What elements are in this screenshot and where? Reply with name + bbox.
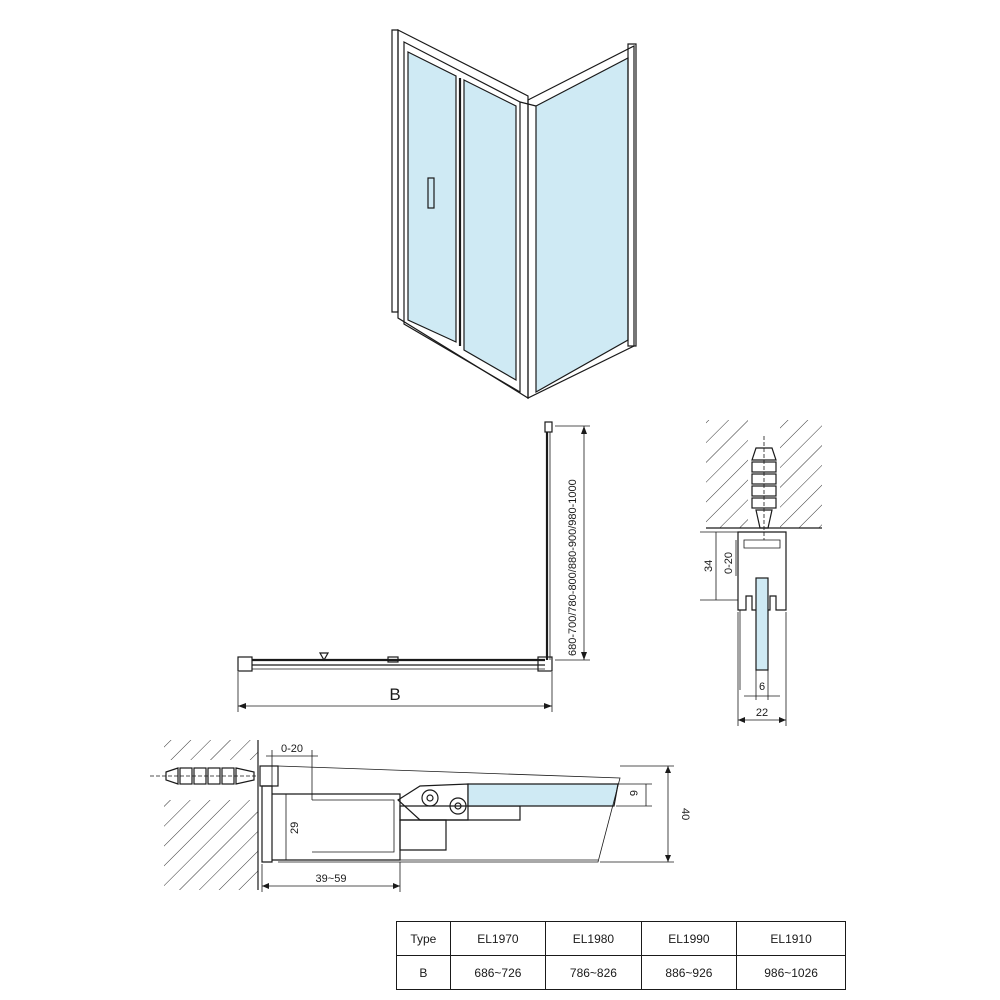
- dim-label-34: 34: [703, 560, 715, 572]
- dim-label-0-20-bottom: 0-20: [281, 743, 303, 755]
- door-glass-section: [467, 783, 619, 807]
- glass-edge: [755, 577, 769, 671]
- side-wall-post: [627, 43, 637, 347]
- side-wall-cap: [544, 421, 553, 433]
- spec-value-el1910: 986~1026: [736, 955, 846, 990]
- door-section-detail: 0-20 29 39~59 6 40: [150, 740, 691, 892]
- door-handle: [427, 177, 435, 209]
- roller-upper: [421, 789, 439, 807]
- plan-handle-marker: [318, 652, 330, 662]
- dim-label-29: 29: [289, 822, 301, 834]
- spec-header-el1970: EL1970: [449, 921, 547, 956]
- plan-corner-post: [537, 656, 553, 672]
- spec-table-row-b: B 686~726 786~826 886~926 986~1026: [396, 955, 846, 990]
- dim-label-40: 40: [679, 808, 691, 820]
- side-panel-glass: [535, 57, 629, 394]
- dim-label-0-20: 0-20: [723, 552, 735, 574]
- front-door-glass-right: [463, 79, 517, 382]
- roller-lower: [449, 797, 467, 815]
- wall-u-profile: [261, 785, 273, 863]
- plan-left-post: [237, 656, 253, 672]
- front-left-post: [391, 29, 399, 313]
- spec-table-header-row: Type EL1970 EL1980 EL1990 EL1910: [396, 921, 846, 956]
- wall-hatch-left: [706, 420, 748, 528]
- spec-row-label-b: B: [396, 955, 451, 990]
- spec-header-el1910: EL1910: [736, 921, 846, 956]
- dim-label-6: 6: [759, 681, 765, 693]
- enclosure-3d-view: [391, 29, 637, 400]
- wall-anchor: [751, 436, 777, 540]
- wall-profile: [737, 531, 787, 611]
- roller-housing: [397, 783, 469, 821]
- spec-value-el1980: 786~826: [545, 955, 642, 990]
- spec-value-el1970: 686~726: [449, 955, 547, 990]
- dim-label-39-59: 39~59: [316, 873, 347, 885]
- spec-header-type: Type: [396, 921, 451, 956]
- front-door-glass-left: [407, 51, 457, 343]
- spec-value-el1990: 886~926: [640, 955, 738, 990]
- spec-header-el1980: EL1980: [545, 921, 642, 956]
- wall-profile-detail: 34 0-20 6 22: [700, 420, 822, 726]
- spec-header-el1990: EL1990: [640, 921, 738, 956]
- dim-label-side: 680-700/780-800/880-900/980-1000: [567, 479, 579, 656]
- front-door-frame: [403, 41, 521, 394]
- spec-table: Type EL1970 EL1980 EL1990 EL1910 B 686~7…: [396, 921, 846, 990]
- dim-label-22: 22: [756, 707, 768, 719]
- plan-view: B 680-700/780-800/880-900/980-1000: [237, 421, 590, 712]
- wall-hatch-right: [780, 420, 822, 528]
- dim-label-b: B: [389, 685, 400, 704]
- dim-label-6-bottom: 6: [627, 790, 639, 796]
- wall-anchor-horizontal: [150, 765, 279, 787]
